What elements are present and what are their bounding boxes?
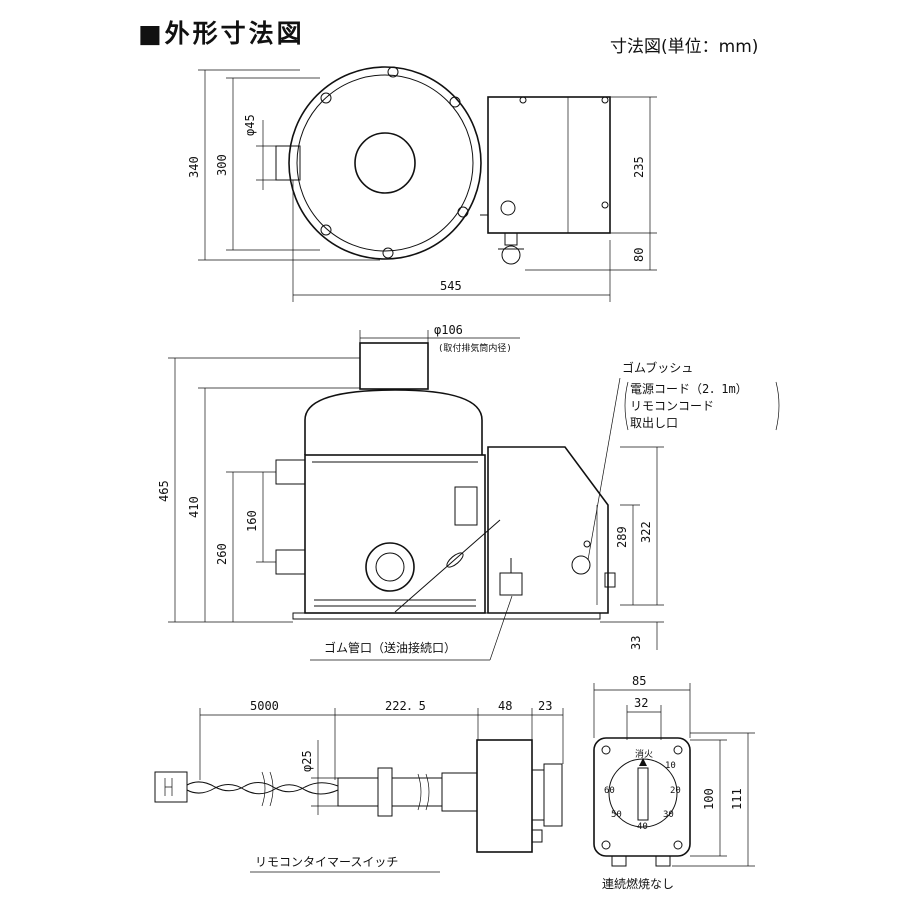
dim-hole-pitch: 32 [634,696,648,710]
front-view: φ106 (取付排気筒内径) 465 410 260 160 289 322 3… [157,323,780,661]
timer-knob [543,763,563,827]
top-flue-hole [354,132,416,194]
dim-overall-width: 545 [440,279,462,293]
dim-shaft-len: 222．5 [385,699,426,713]
top-control-box [487,96,611,234]
front-inlet-upper [275,459,306,485]
timer-cable [186,781,339,793]
top-oil-tap [504,232,518,246]
remote-timer-side: 5000 222．5 48 23 φ25 リモコンタイマースイッチ [154,699,564,873]
label-grommet: ゴムブッシュ [622,360,693,375]
top-side-pipe [275,145,301,181]
top-flange-outer [288,66,482,260]
dial-mark-30: 30 [663,810,674,820]
dim-knob-len: 23 [538,699,552,713]
flue-note: (取付排気筒内径) [438,342,512,354]
page-title: ■外形寸法図 [138,19,305,48]
dim-inlet-height: 260 [215,543,229,565]
dial-mark-10: 10 [665,761,676,771]
top-bolt-5 [382,247,394,259]
dial-mark-60: 60 [604,786,615,796]
dim-tap-offset: 80 [632,248,646,262]
top-view: 340 300 φ45 235 80 545 [187,66,657,302]
front-dome [304,389,483,455]
front-body [304,454,486,614]
top-bolt-3 [449,96,461,108]
front-grommet [571,555,591,575]
front-oil-connector [499,572,523,596]
dial-note: 連続燃焼なし [602,876,674,891]
dim-panel-inner: 100 [702,788,716,810]
label-cord-remote: リモコンコード [630,399,714,413]
front-flue-pipe [359,342,429,390]
dim-pipe-dia: φ45 [243,114,257,136]
front-port [365,542,415,592]
timer-panel [593,737,691,857]
dim-cable-len: 5000 [250,699,279,713]
dial-mark-40: 40 [637,822,648,832]
dim-inner-depth: 300 [215,154,229,176]
top-bolt-1 [320,92,332,104]
timer-caption: リモコンタイマースイッチ [255,855,398,869]
label-rubber-pipe: ゴム管口（送油接続口） [324,640,456,655]
front-base [292,612,601,620]
label-cord-power: 電源コード（2．1m） [630,382,748,396]
dim-body-len: 48 [498,699,512,713]
dim-panel-width: 85 [632,674,646,688]
top-bolt-2 [387,66,399,78]
timer-dial-knob [637,767,649,821]
top-flange-inner [296,74,474,252]
front-motor [454,486,478,526]
dim-base-offset: 33 [629,636,643,650]
dial-mark-50: 50 [611,810,622,820]
front-inlet-lower [275,549,306,575]
dial-mark-20: 20 [670,786,681,796]
dim-box-depth: 235 [632,156,646,178]
dim-overall-height: 465 [157,480,171,502]
dim-inlet-pitch: 160 [245,510,259,532]
timer-body [476,739,533,853]
timer-shaft [337,777,379,807]
unit-note: 寸法図(単位：mm) [610,37,759,57]
dim-panel-height: 111 [730,788,744,810]
dial-top-label: 消火 [635,748,653,760]
top-bolt-4 [320,224,332,236]
top-box-grommet [500,200,516,216]
top-bolt-6 [457,206,469,218]
timer-plug [154,771,188,803]
front-control-box [487,446,609,614]
dim-overall-depth: 340 [187,156,201,178]
dim-box-height: 289 [615,526,629,548]
dim-body-height: 410 [187,496,201,518]
dim-box-total: 322 [639,521,653,543]
remote-timer-front: 消火 10 20 30 40 50 60 85 32 100 111 連続燃焼な… [593,674,755,891]
dim-flue-dia: φ106 [434,323,463,337]
dim-shaft-dia: φ25 [300,750,314,772]
label-cord-outlet: 取出し口 [630,416,678,430]
